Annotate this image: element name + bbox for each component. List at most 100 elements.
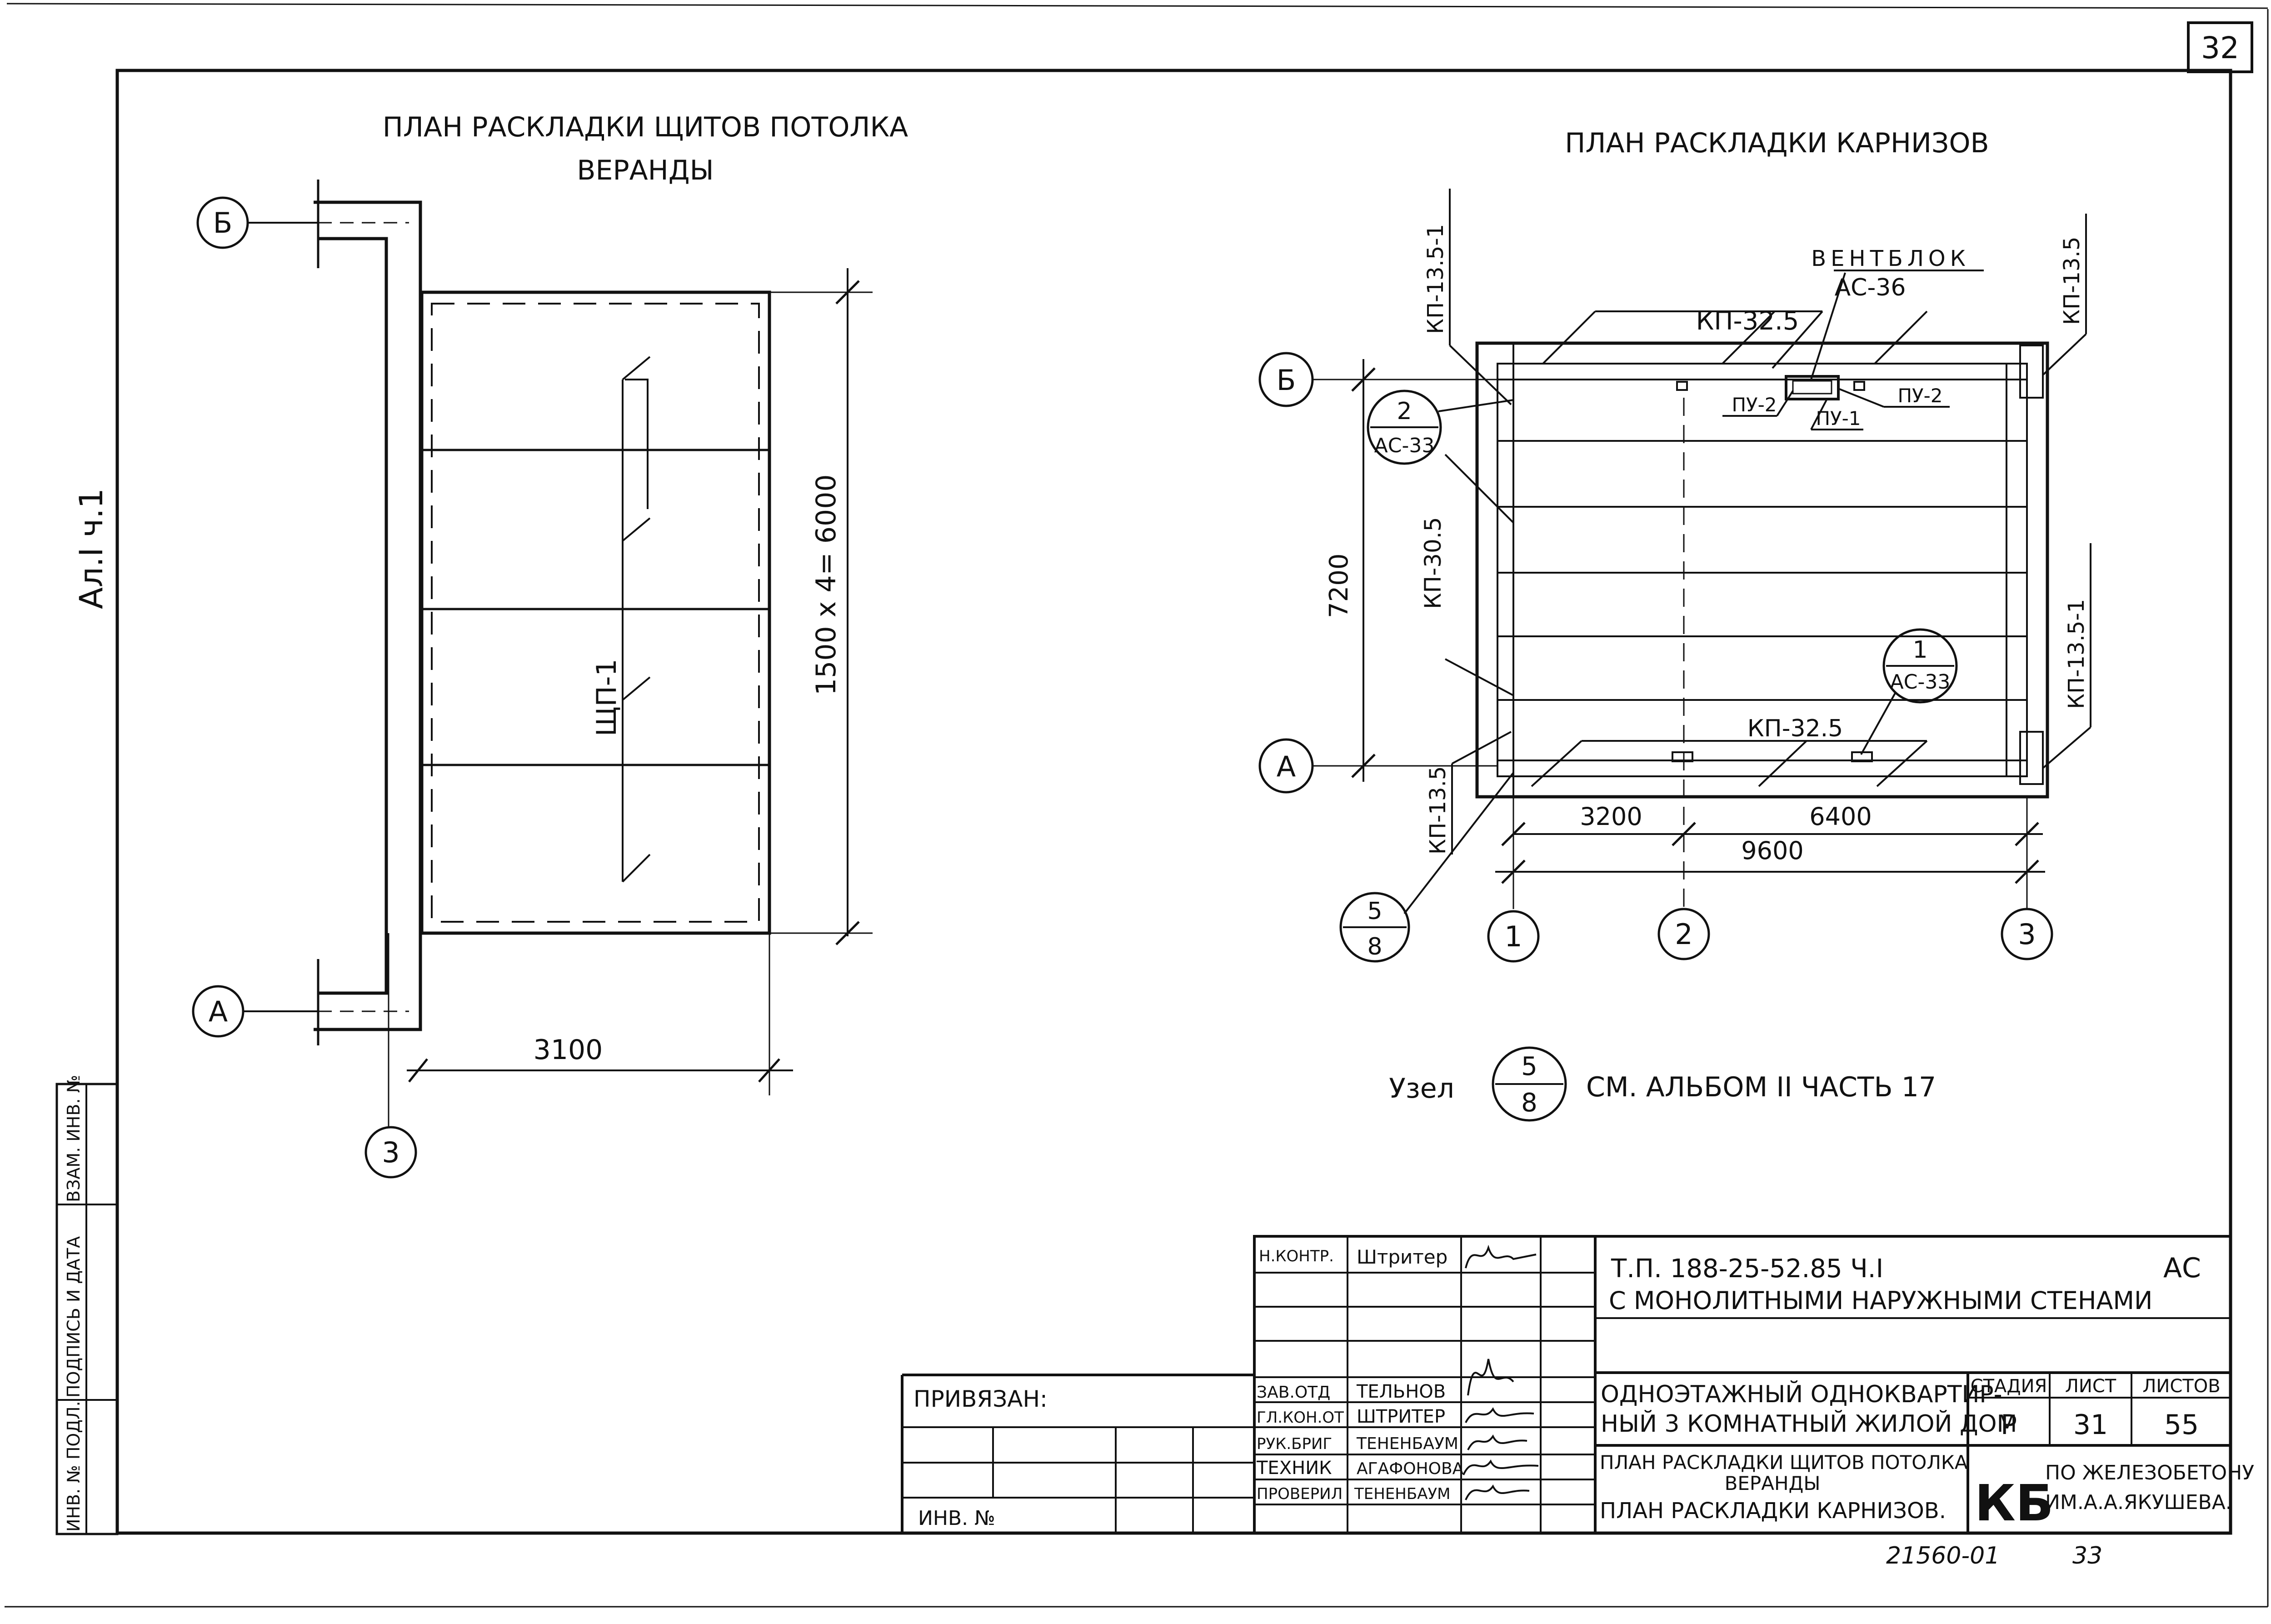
- sheet-number: 32: [2201, 30, 2239, 65]
- signature-mark: [1462, 1459, 1539, 1475]
- svg-text:Н.КОНТР.: Н.КОНТР.: [1259, 1247, 1334, 1265]
- svg-text:Б: Б: [213, 206, 233, 240]
- svg-text:ГЛ.КОН.ОТ: ГЛ.КОН.ОТ: [1257, 1409, 1344, 1427]
- label-kp-13-5-1-topleft: КП-13.5-1: [1423, 224, 1448, 334]
- svg-text:Б: Б: [1277, 364, 1296, 397]
- label-kp-13-5-bottomleft: КП-13.5: [1425, 766, 1451, 854]
- svg-text:ШТРИТЕР: ШТРИТЕР: [1357, 1406, 1445, 1427]
- privyazan-label: ПРИВЯЗАН:: [913, 1386, 1048, 1412]
- signature-mark: [1465, 1407, 1534, 1423]
- svg-text:ПРОВЕРИЛ: ПРОВЕРИЛ: [1257, 1485, 1343, 1503]
- stage-header: СТАДИЯ: [1971, 1376, 2047, 1397]
- bottom-code: 21560-01: [1886, 1542, 2000, 1569]
- label-pu2-left: ПУ-2: [1732, 394, 1777, 416]
- svg-text:АГАФОНОВА: АГАФОНОВА: [1357, 1459, 1464, 1478]
- sheet-number-box: [2187, 21, 2253, 73]
- left-plan-title-line1: ПЛАН РАСКЛАДКИ ЩИТОВ ПОТОЛКА: [383, 111, 908, 143]
- node-callout-5-8: 5 8: [1339, 772, 1514, 963]
- side-stamp-vzam-inv: ВЗАМ. ИНВ. №: [64, 1075, 84, 1202]
- sheet-frame: 32 Ал.I ч.1: [5, 3, 2269, 1608]
- label-pu1: ПУ-1: [1816, 407, 1861, 430]
- axis-bubble-a-right: А: [1258, 738, 1497, 794]
- wall-axis-3: [314, 180, 422, 1045]
- node-note: Узел 5 8 СМ. АЛЬБОМ II ЧАСТЬ 17: [1389, 1046, 1936, 1122]
- svg-text:1: 1: [1504, 920, 1522, 953]
- label-vent-block-ref: АС-36: [1835, 274, 1906, 301]
- signature-mark: [1467, 1434, 1527, 1450]
- dim-vertical-label: 1500 х 4= 6000: [810, 474, 842, 695]
- side-stamp-inv-podl: ИНВ. № ПОДЛ.: [64, 1401, 84, 1532]
- eaves-labels: КП-32.5 ВЕНТБЛОК АС-36 КП-13.5-1 КП-13.5…: [1420, 189, 2091, 854]
- label-kp-30-5: КП-30.5: [1420, 517, 1446, 609]
- svg-text:ТЕЛЬНОВ: ТЕЛЬНОВ: [1356, 1381, 1446, 1402]
- axis-bubble-1-right: 1: [1487, 797, 1540, 963]
- right-plan: ПЛАН РАСКЛАДКИ КАРНИЗОВ: [1258, 127, 2091, 1122]
- label-vent-block: ВЕНТБЛОК: [1811, 246, 1970, 271]
- dim-7200: 7200: [1324, 359, 1376, 782]
- org-line1: ПО ЖЕЛЕЗОБЕТОНУ: [2045, 1461, 2254, 1484]
- node-callout-1-ac33: 1 АС-33: [1860, 628, 1958, 755]
- org-line2: ИМ.А.А.ЯКУШЕВА.: [2045, 1491, 2232, 1514]
- label-kp-32-5-bottom: КП-32.5: [1747, 715, 1843, 742]
- svg-text:ТЕНЕНБАУМ: ТЕНЕНБАУМ: [1354, 1485, 1451, 1503]
- sheet-value: 31: [2073, 1409, 2108, 1441]
- axis-bubble-b-right: Б: [1258, 352, 1497, 407]
- svg-text:А: А: [1277, 750, 1296, 783]
- svg-text:РУК.БРИГ: РУК.БРИГ: [1257, 1435, 1332, 1453]
- svg-text:3200: 3200: [1580, 802, 1642, 831]
- side-album-label: Ал.I ч.1: [73, 488, 110, 609]
- note-prefix: Узел: [1389, 1073, 1454, 1104]
- sheet-header: ЛИСТ: [2065, 1376, 2116, 1397]
- left-plan-title-line2: ВЕРАНДЫ: [577, 155, 714, 186]
- bottom-page: 33: [2072, 1542, 2102, 1569]
- dim-horizontal-label: 3100: [534, 1034, 603, 1066]
- sheets-header: ЛИСТОВ: [2142, 1376, 2220, 1397]
- signatory-row-tekhnik: ТЕХНИК АГАФОНОВА: [1256, 1458, 1539, 1479]
- axis-bubble-2-right: 2: [1657, 908, 1710, 960]
- svg-text:2: 2: [1397, 398, 1412, 425]
- axis-bubble-3-left: 3: [364, 1045, 417, 1179]
- axis-bubble-b-left: Б: [196, 196, 318, 249]
- note-text: СМ. АЛЬБОМ II ЧАСТЬ 17: [1586, 1071, 1936, 1103]
- label-kp-13-5-1-right: КП-13.5-1: [2064, 599, 2089, 709]
- note-node-num: 5: [1521, 1052, 1537, 1081]
- svg-text:Штритер: Штритер: [1357, 1246, 1447, 1268]
- building-line1: ОДНОЭТАЖНЫЙ ОДНОКВАРТИР-: [1601, 1380, 2002, 1408]
- project-subtitle: С МОНОЛИТНЫМИ НАРУЖНЫМИ СТЕНАМИ: [1609, 1286, 2152, 1315]
- svg-text:5: 5: [1367, 898, 1382, 925]
- dim-vertical-6000: 1500 х 4= 6000: [769, 268, 873, 945]
- signature-mark: [1465, 1244, 1537, 1269]
- svg-text:АС-33: АС-33: [1374, 434, 1435, 457]
- dim-9600: 9600: [1495, 836, 2045, 884]
- svg-text:ЗАВ.ОТД: ЗАВ.ОТД: [1257, 1383, 1330, 1402]
- dim-3200-6400: 3200 6400: [1501, 802, 2043, 846]
- svg-text:ТЕХНИК: ТЕХНИК: [1256, 1458, 1332, 1479]
- stage-value: Р: [2001, 1409, 2017, 1441]
- building-line2: НЫЙ 3 КОМНАТНЫЙ ЖИЛОЙ ДОМ: [1601, 1410, 2017, 1438]
- signatory-row-zav-otd: ЗАВ.ОТД ТЕЛЬНОВ: [1257, 1359, 1514, 1402]
- side-stamp-signature-date: ПОДПИСЬ И ДАТА: [64, 1236, 84, 1398]
- svg-text:8: 8: [1367, 933, 1382, 960]
- svg-text:1: 1: [1912, 636, 1927, 664]
- panel-label-shp1: ЩП-1: [591, 659, 623, 736]
- sheets-value: 55: [2164, 1409, 2199, 1441]
- side-stamp: ИНВ. № ПОДЛ. ПОДПИСЬ И ДАТА ВЗАМ. ИНВ. №: [55, 1075, 119, 1535]
- signatory-row-proveril: ПРОВЕРИЛ ТЕНЕНБАУМ: [1257, 1484, 1530, 1503]
- signature-mark: [1467, 1359, 1514, 1396]
- signatory-row-ruk-brig: РУК.БРИГ ТЕНЕНБАУМ: [1257, 1434, 1527, 1453]
- label-pu2-right: ПУ-2: [1897, 385, 1942, 407]
- inv-label: ИНВ. №: [918, 1507, 995, 1530]
- svg-text:3: 3: [382, 1136, 399, 1169]
- svg-text:9600: 9600: [1741, 836, 1803, 865]
- svg-text:ТЕНЕНБАУМ: ТЕНЕНБАУМ: [1356, 1434, 1458, 1453]
- svg-text:2: 2: [1675, 918, 1692, 951]
- svg-text:А: А: [209, 995, 228, 1028]
- signatory-row-n-kontr: Н.КОНТР. Штритер: [1259, 1244, 1537, 1269]
- left-plan: ПЛАН РАСКЛАДКИ ЩИТОВ ПОТОЛКА ВЕРАНДЫ: [192, 111, 908, 1179]
- signatory-row-gl-kon-ot: ГЛ.КОН.ОТ ШТРИТЕР: [1257, 1406, 1534, 1427]
- svg-text:6400: 6400: [1809, 802, 1872, 831]
- org-logo: КБ: [1975, 1474, 2054, 1532]
- sheet-title-line2: ВЕРАНДЫ: [1725, 1472, 1821, 1494]
